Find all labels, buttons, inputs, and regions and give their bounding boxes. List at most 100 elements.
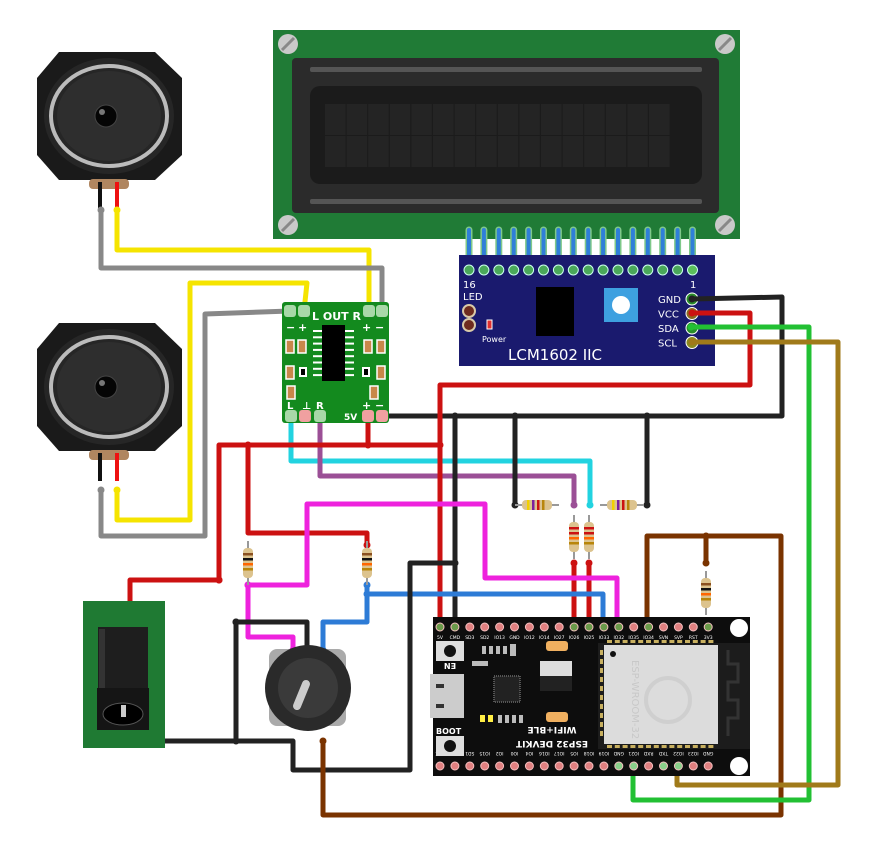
esp-pin-label: IO5	[570, 750, 578, 756]
capacitor	[546, 641, 568, 651]
esp-pin-io25[interactable]	[584, 622, 594, 632]
smd-component	[362, 367, 370, 377]
pin-1-label: 1	[690, 280, 696, 291]
potentiometer[interactable]	[265, 645, 351, 731]
esp-pin-svp[interactable]	[673, 622, 683, 632]
esp-pin-label: IO21	[628, 750, 639, 756]
wire-speaker-right-minus	[98, 308, 293, 539]
backpack-pad	[538, 264, 549, 276]
resistor-band	[627, 500, 630, 510]
esp-pin-io17[interactable]	[554, 761, 564, 771]
esp-pin-svn[interactable]	[659, 622, 668, 632]
amp-input-pin[interactable]	[362, 410, 374, 422]
esp-pin-label: IO0	[510, 750, 518, 756]
amp-output-pin[interactable]	[298, 305, 310, 317]
amp-input-pin[interactable]	[376, 410, 388, 422]
esp-pin-io12[interactable]	[524, 622, 534, 632]
esp-pin-rxd[interactable]	[644, 761, 654, 771]
wire-speaker-right-plus-joint	[113, 486, 121, 494]
esp-pin-io26[interactable]	[569, 622, 579, 632]
esp-pin-3v3[interactable]	[703, 622, 713, 632]
resistor-band	[569, 537, 579, 540]
esp-pin-gnd[interactable]	[510, 622, 519, 632]
esp-pin-io27[interactable]	[554, 622, 564, 632]
ic-leg	[345, 374, 354, 377]
esp-pin-sd1[interactable]	[465, 761, 475, 771]
esp-pin-txd[interactable]	[659, 761, 668, 771]
esp-pin-io13[interactable]	[495, 622, 505, 632]
speaker-right[interactable]	[37, 323, 182, 481]
esp-pin-label: SD3	[465, 635, 474, 641]
speaker-mount-hole	[172, 328, 178, 334]
resistor-band	[362, 553, 372, 556]
esp-pin-gnd[interactable]	[614, 761, 624, 771]
lcd-module[interactable]	[273, 30, 740, 239]
esp-pin-io32[interactable]	[614, 622, 624, 632]
lcd-cell	[454, 136, 476, 167]
backpack-pad	[552, 264, 564, 276]
esp-pin-io2[interactable]	[495, 761, 505, 771]
backpack-pad	[478, 264, 490, 276]
esp-pin-label: IO4	[525, 750, 533, 756]
led-jumper[interactable]	[462, 304, 476, 332]
amp-input-pin[interactable]	[314, 410, 326, 422]
wroom-pad	[600, 695, 603, 700]
amp-output-pin[interactable]	[284, 305, 296, 317]
esp-pin-sd3[interactable]	[465, 622, 475, 632]
esp-pin-label: GND	[703, 750, 714, 756]
wroom-pad	[700, 745, 706, 748]
pcf8574-chip	[536, 287, 574, 336]
speaker-dustcap-icon	[94, 375, 118, 399]
wroom-pad	[600, 713, 603, 718]
boot-button[interactable]	[436, 736, 464, 756]
speaker-mount-hole	[42, 328, 48, 334]
en-button[interactable]	[436, 641, 464, 661]
esp-pin-io22[interactable]	[673, 761, 683, 771]
lcd-character-grid	[325, 104, 670, 167]
dc-barrel-jack[interactable]	[83, 601, 165, 748]
wire-gnd-resistor-left-joint	[511, 412, 519, 420]
amp-ic	[322, 325, 345, 381]
backpack-pad	[463, 264, 475, 276]
esp32-subtitle: WIFI+BLE	[527, 724, 576, 734]
esp-pin-io5[interactable]	[569, 761, 579, 771]
esp-pin-io15[interactable]	[480, 761, 490, 771]
esp-pin-gnd[interactable]	[703, 761, 713, 771]
esp-pin-rst[interactable]	[688, 622, 698, 632]
wire-jack-gnd-joint	[451, 559, 459, 567]
esp-pin-io14[interactable]	[539, 622, 549, 632]
esp-pin-io19[interactable]	[599, 761, 609, 771]
amp-input-pin[interactable]	[299, 410, 311, 422]
amplifier-board[interactable]: L OUT R − + + − L ⊥ R 5V + −	[282, 302, 389, 423]
speaker-left[interactable]	[37, 52, 182, 210]
esp-pin-io34[interactable]	[644, 622, 654, 632]
esp-pin-sd2[interactable]	[480, 622, 490, 632]
amp-output-pin[interactable]	[376, 305, 388, 317]
esp-pin-sck[interactable]	[435, 761, 445, 771]
amp-input-pin[interactable]	[285, 410, 297, 422]
amp-output-pin[interactable]	[363, 305, 375, 317]
wroom-pad	[622, 745, 628, 748]
wire-jack-gnd	[114, 560, 458, 773]
esp-pin-io21[interactable]	[629, 761, 639, 771]
espressif-logo-icon	[644, 676, 692, 724]
esp-pin-io33[interactable]	[599, 622, 609, 632]
wire-io26-joint	[570, 559, 578, 567]
esp-pin-io16[interactable]	[539, 761, 549, 771]
wire-scl	[674, 339, 841, 788]
esp-pin-cmd[interactable]	[450, 622, 460, 632]
esp-pin-label: IO14	[539, 635, 550, 641]
esp-pin-io35[interactable]	[629, 622, 639, 632]
wroom-pad	[708, 745, 714, 748]
esp-pin-io18[interactable]	[584, 761, 594, 771]
amp-5v-label: 5V	[344, 413, 357, 423]
wire-sda-joint	[687, 323, 695, 331]
esp-pin-io23[interactable]	[688, 761, 698, 771]
esp-pin-5v[interactable]	[435, 622, 445, 632]
esp-pin-sdo[interactable]	[450, 761, 460, 771]
esp-pin-io4[interactable]	[524, 761, 534, 771]
esp-pin-io0[interactable]	[510, 761, 519, 771]
micro-usb-port[interactable]	[430, 674, 464, 718]
